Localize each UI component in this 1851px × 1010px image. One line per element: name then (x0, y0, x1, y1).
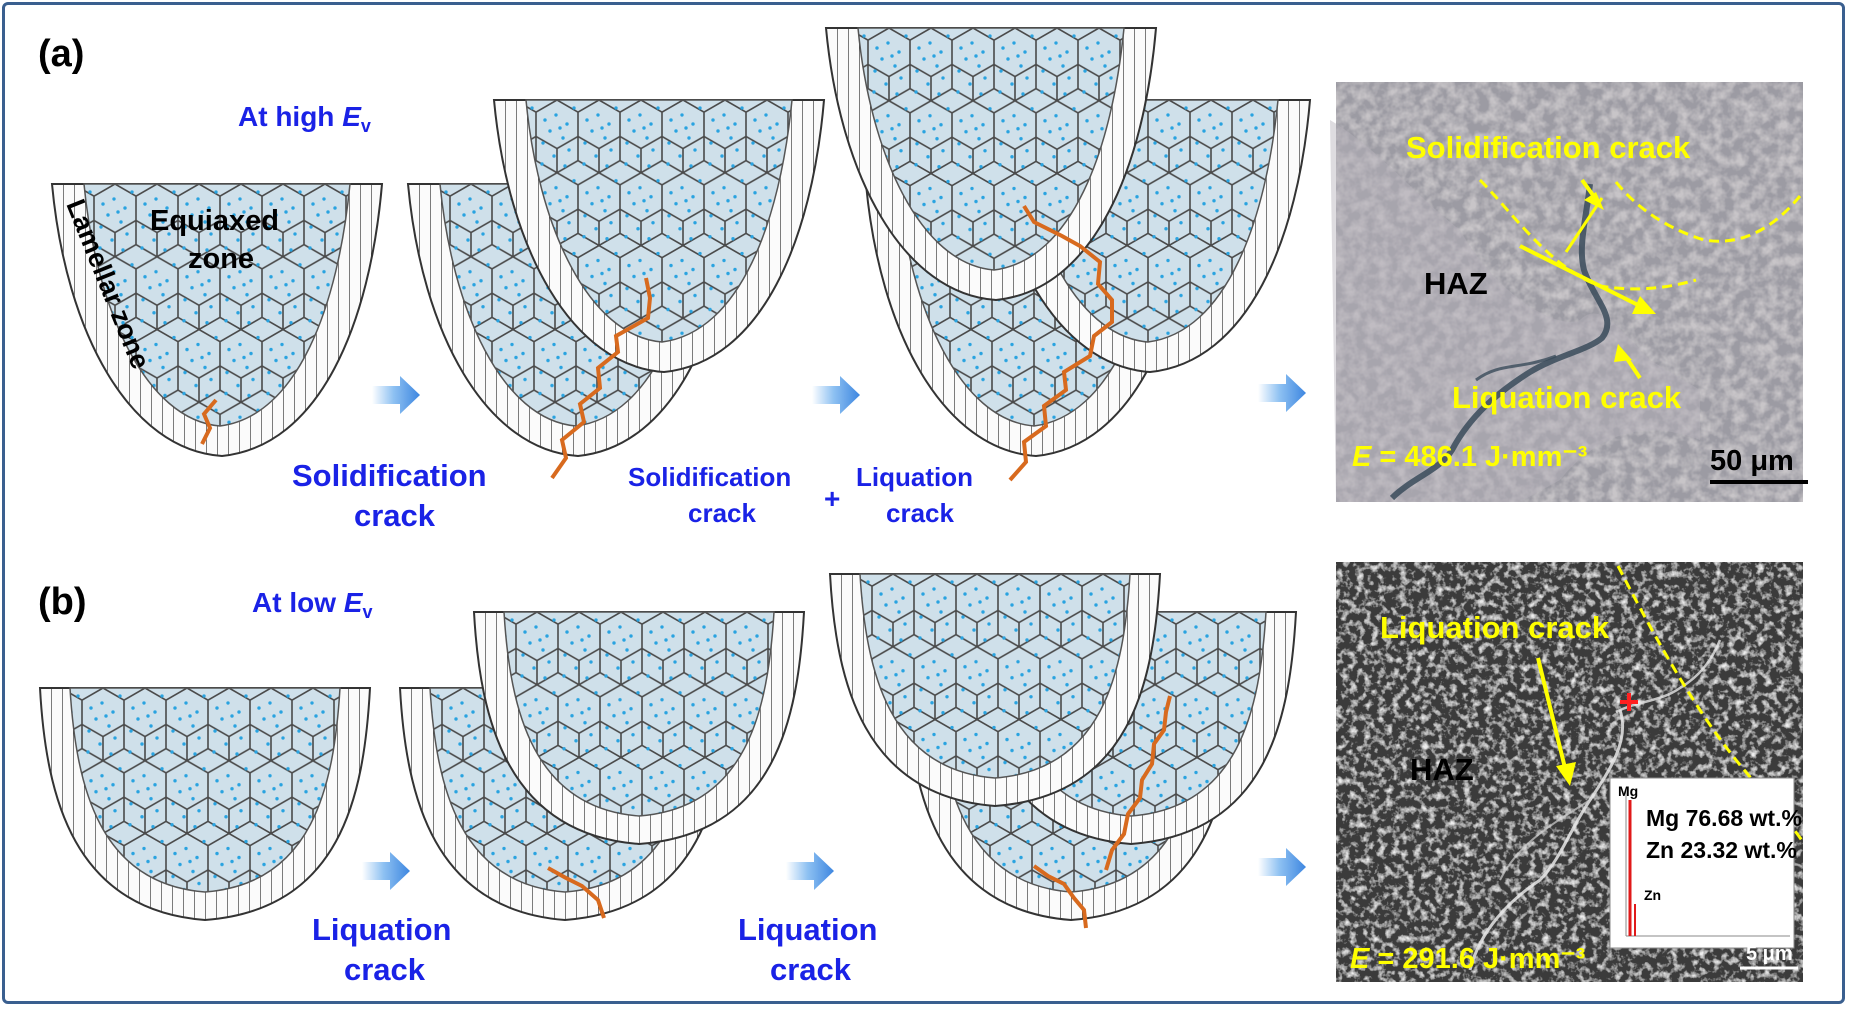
solidification-crack-line (200, 398, 218, 445)
arrow-a-1 (372, 376, 420, 414)
micro-b-energy: E = 291.6 J·mm⁻³ (1350, 943, 1586, 975)
arrow-b-1 (362, 852, 410, 890)
panel-b-step2-caption-1: Liquation (738, 912, 877, 947)
solidification-crack-line (550, 277, 653, 480)
panel-b-step1-caption-1: Liquation (312, 912, 451, 947)
panel-a-pool-2 (407, 99, 825, 480)
panel-a-condition-prefix: At high (238, 101, 342, 132)
panel-b-pool-3 (829, 573, 1297, 929)
panel-b-pool-2 (399, 611, 805, 921)
panel-a-label: (a) (38, 33, 84, 75)
panel-b-condition-sub: v (362, 602, 372, 622)
micro-a-energy-value: = 486.1 J·mm⁻³ (1371, 441, 1587, 473)
panel-b-label: (b) (38, 581, 87, 623)
eds-spectrum-inset: Mg Zn Mg 76.68 wt.% Zn 23.32 wt.% (1609, 777, 1802, 949)
panel-a-step2-caption-b1: Liquation (856, 462, 973, 492)
eds-peak-zn-label: Zn (1644, 887, 1661, 903)
eds-comp-mg: Mg 76.68 wt.% (1646, 805, 1802, 831)
panel-a-pool-3 (825, 27, 1311, 482)
equiaxed-zone-label-1: Equiaxed (150, 205, 279, 237)
micro-a-energy: E = 486.1 J·mm⁻³ (1352, 441, 1588, 473)
eds-comp-zn: Zn 23.32 wt.% (1646, 837, 1797, 863)
arrow-a-3 (1258, 374, 1306, 412)
arrow-b-2 (786, 852, 834, 890)
panel-a-plus: + (824, 483, 840, 514)
liquation-crack-line (1032, 864, 1088, 929)
micro-b-energy-symbol: E (1350, 943, 1371, 975)
eds-peak-mg-label: Mg (1618, 783, 1638, 799)
equiaxed-zone-label-2: zone (188, 243, 254, 275)
panel-a-step1-caption-2: crack (354, 498, 436, 533)
micro-a-liquation-label: Liquation crack (1452, 380, 1682, 415)
panel-b-step1-caption-2: crack (344, 952, 426, 987)
micro-a-energy-symbol: E (1352, 441, 1373, 473)
micro-b-energy-value: = 291.6 J·mm⁻³ (1369, 943, 1585, 975)
panel-b-condition: At low Ev (252, 587, 372, 622)
micrograph-a: Solidification crack HAZ Liquation crack… (1330, 82, 1808, 502)
arrow-a-2 (812, 376, 860, 414)
micro-b-scale-text: 5 μm (1746, 943, 1793, 965)
panel-a-condition-symbol: E (342, 101, 362, 132)
panel-b-condition-symbol: E (344, 587, 364, 618)
panel-a-step1-caption-1: Solidification (292, 458, 487, 493)
liquation-crack-line (1008, 204, 1114, 482)
micrograph-b: Liquation crack HAZ Mg Zn Mg 76.68 wt.% … (1336, 562, 1805, 982)
arrow-b-3 (1258, 848, 1306, 886)
panel-a-step2-caption-a2: crack (688, 498, 756, 528)
panel-a-pool-1 (51, 183, 383, 457)
liquation-crack-line (547, 866, 606, 919)
micro-b-haz-label: HAZ (1410, 752, 1474, 787)
micro-a-solidification-label: Solidification crack (1406, 130, 1691, 165)
micro-b-liquation-label: Liquation crack (1380, 610, 1610, 645)
micro-a-haz-label: HAZ (1424, 266, 1488, 301)
micro-a-scale-text: 50 μm (1710, 445, 1794, 477)
panel-b-step2-caption-2: crack (770, 952, 852, 987)
panel-a-step2-caption-b2: crack (886, 498, 954, 528)
panel-b-pool-1 (39, 687, 371, 921)
panel-a-condition: At high Ev (238, 101, 371, 136)
liquation-crack-line (1104, 695, 1172, 871)
eds-point-marker (1620, 693, 1638, 711)
panel-a-step2-caption-a1: Solidification (628, 462, 791, 492)
panel-a-condition-sub: v (361, 116, 371, 136)
panel-b-condition-prefix: At low (252, 587, 344, 618)
